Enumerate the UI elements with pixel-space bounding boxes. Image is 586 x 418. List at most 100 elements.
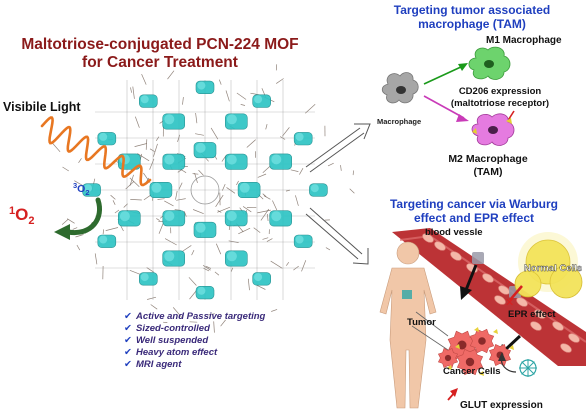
feature-item: ✔ Sized-controlled	[124, 323, 210, 334]
human-body-icon	[379, 241, 449, 409]
zr-cluster-node	[225, 113, 248, 130]
zr-cluster-node	[193, 221, 217, 238]
m2-macrophage-cell-icon	[471, 113, 515, 146]
zr-cluster-node	[309, 183, 328, 197]
triplet-oxygen-label: 3O2	[73, 181, 90, 197]
feature-item: ✔ Active and Passive targeting	[124, 311, 266, 322]
red-blood-cell	[434, 241, 446, 251]
zr-cluster-node	[162, 210, 186, 227]
zr-cluster-node	[82, 183, 101, 197]
svg-text:✕: ✕	[505, 297, 514, 309]
zr-cluster-node	[224, 153, 248, 170]
feature-item: ✔ Well suspended	[124, 335, 208, 346]
zr-cluster-node	[193, 142, 217, 159]
double-arrow-lower-icon	[305, 207, 369, 265]
feature-text: Well suspended	[136, 335, 208, 346]
zr-cluster-node	[162, 153, 186, 170]
tumor-label: Tumor	[407, 317, 436, 328]
arrow-to-m2-icon	[423, 95, 469, 122]
zr-cluster-node	[118, 210, 141, 227]
glut-expression-label: GLUT expression	[460, 400, 543, 411]
feature-item: ✔ MRI agent	[124, 359, 182, 370]
cancer-cells-label: Cancer Cells	[443, 366, 501, 377]
mof-structure	[51, 64, 355, 333]
zr-cluster-node	[195, 285, 215, 300]
zr-cluster-node	[269, 153, 293, 170]
feature-text: Active and Passive targeting	[135, 311, 266, 322]
double-arrow-upper-icon	[305, 123, 371, 173]
red-blood-cell	[568, 333, 580, 343]
blocked-arrow-icon: ✕	[505, 285, 523, 309]
main-title-line2: for Cancer Treatment	[82, 54, 238, 71]
red-blood-cell	[482, 273, 494, 283]
mof-pore	[190, 175, 220, 205]
feature-item: ✔ Heavy atom effect	[124, 347, 218, 358]
cancer-heading-line1: Targeting cancer via Warburg	[390, 197, 558, 211]
normal-cells-cluster	[514, 232, 583, 299]
feature-text: Sized-controlled	[136, 323, 210, 334]
zr-cluster-node	[149, 182, 173, 199]
zr-cluster-node	[97, 132, 117, 146]
glut-receptor	[479, 371, 484, 376]
zr-cluster-node	[269, 210, 293, 227]
zr-cluster-node	[139, 272, 158, 286]
m2-macrophage-label: M2 Macrophage	[448, 153, 528, 165]
mof-particle	[472, 252, 484, 264]
zr-cluster-node	[162, 113, 185, 130]
feature-list: ✔ Active and Passive targeting ✔ Sized-c…	[124, 311, 266, 370]
normal-cells-label: Normal Cells	[524, 263, 582, 274]
zr-cluster-node	[293, 132, 313, 146]
curved-arrow-icon	[65, 197, 102, 236]
normal-cell	[514, 270, 542, 298]
epr-effect-label: EPR effect	[508, 309, 556, 320]
mof-particle	[402, 290, 412, 299]
zr-cluster-node	[224, 210, 248, 227]
arrow-to-m1-icon	[423, 63, 468, 85]
tam-heading-line2: macrophage (TAM)	[418, 17, 526, 31]
check-icon: ✔	[124, 359, 132, 370]
red-blood-cell	[516, 297, 528, 307]
arrowhead-icon	[54, 224, 70, 240]
glut-receptor	[455, 344, 460, 349]
feature-text: MRI agent	[136, 359, 182, 370]
mof-particle-icon	[498, 352, 537, 377]
feature-text: Heavy atom effect	[136, 347, 218, 358]
macrophage-label: Macrophage	[377, 117, 421, 126]
red-blood-cell	[450, 251, 462, 261]
glut-receptor	[447, 365, 452, 370]
blood-vessel-label: blood vessle	[425, 227, 483, 238]
tam-heading-line1: Targeting tumor associated	[394, 3, 550, 17]
tam-label: (TAM)	[474, 166, 503, 178]
light-wave-icon	[40, 116, 152, 187]
red-blood-cell	[552, 321, 564, 331]
zr-cluster-node	[139, 94, 158, 108]
red-blood-cell	[534, 309, 546, 319]
cancer-cell	[437, 347, 459, 369]
macrophage-cell-icon	[381, 72, 419, 104]
zr-cluster-node	[162, 250, 185, 267]
zr-cluster-node	[195, 80, 215, 94]
red-blood-cell	[422, 233, 434, 243]
glut-receptor	[493, 329, 498, 334]
check-icon: ✔	[124, 311, 132, 322]
maltotriose-receptor-label: (maltotriose receptor)	[451, 98, 549, 109]
zr-cluster-node	[252, 272, 271, 286]
glut-receptor	[474, 327, 479, 332]
check-icon: ✔	[124, 347, 132, 358]
red-blood-cell	[494, 295, 506, 305]
red-blood-cell	[530, 321, 542, 331]
zr-cluster-node	[237, 182, 261, 199]
m1-macrophage-label: M1 Macrophage	[486, 35, 562, 46]
m1-macrophage-cell-icon	[468, 46, 511, 80]
normal-cell	[549, 265, 583, 299]
cancer-heading-line2: effect and EPR effect	[414, 211, 534, 225]
check-icon: ✔	[124, 323, 132, 334]
check-icon: ✔	[124, 335, 132, 346]
zr-cluster-node	[293, 234, 313, 248]
glut-receptor	[509, 345, 514, 350]
glut-arrow-icon	[447, 388, 458, 401]
mof-linker-grid	[95, 80, 315, 300]
red-blood-cell	[560, 343, 572, 353]
